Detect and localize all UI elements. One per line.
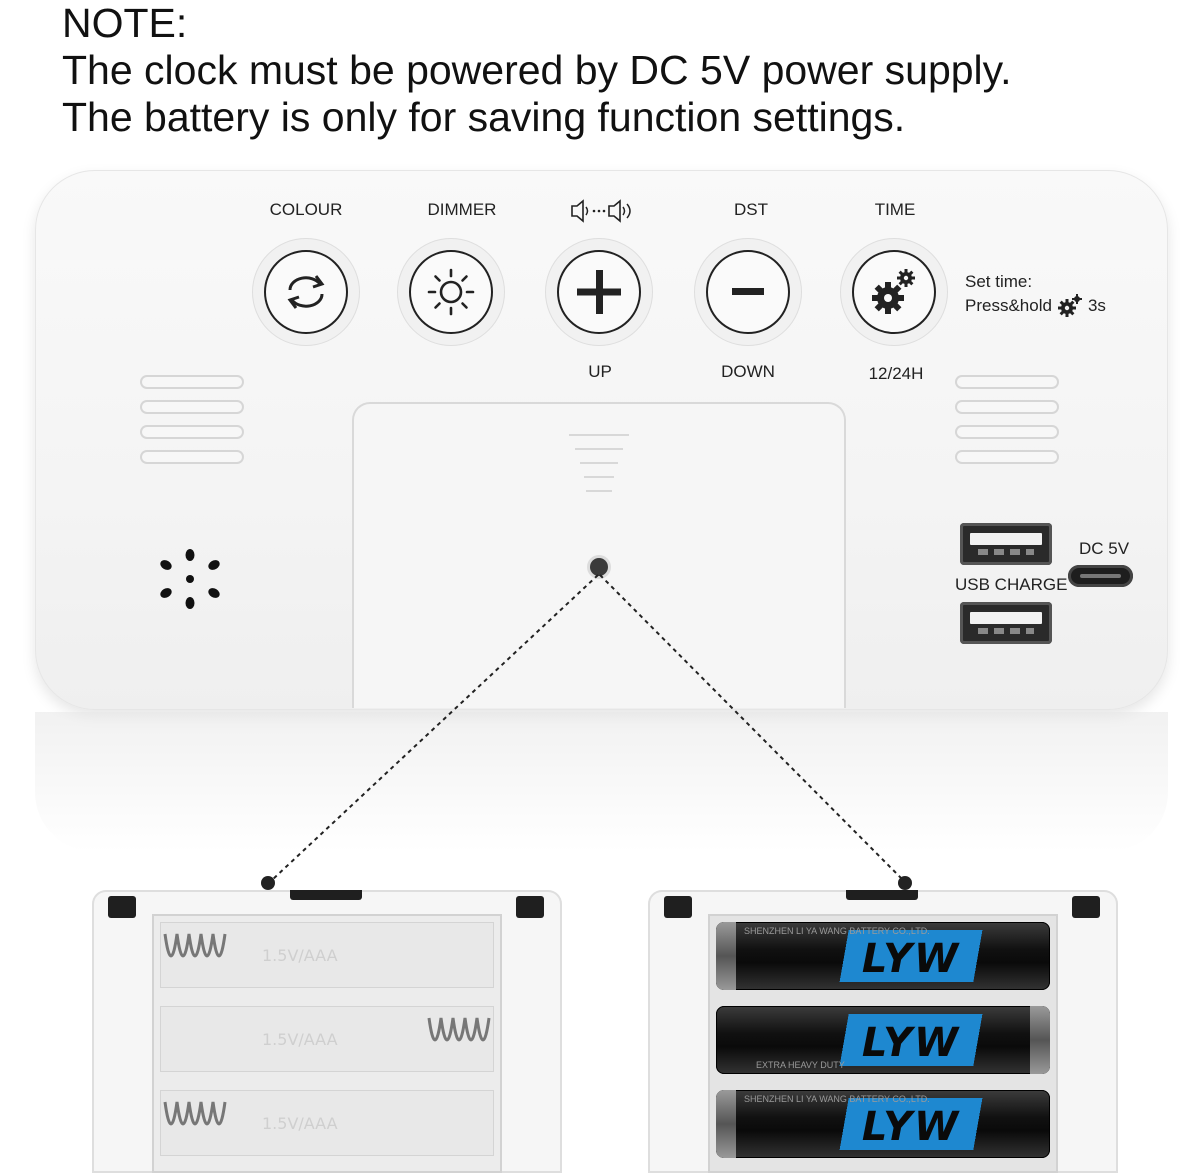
down-button[interactable] [694, 238, 802, 346]
usb-port-1[interactable] [960, 523, 1052, 565]
set-time-duration: 3s [1087, 296, 1106, 315]
clock-reflection [35, 712, 1168, 852]
battery-cover[interactable] [352, 402, 846, 708]
battery-fine-print-2: EXTRA HEAVY DUTY [756, 1060, 845, 1070]
spring-icon [163, 1101, 227, 1126]
dc-5v-port[interactable] [1068, 565, 1133, 587]
note-block: NOTE: The clock must be powered by DC 5V… [62, 0, 1182, 141]
battery-2: LYW EXTRA HEAVY DUTY [716, 1006, 1050, 1074]
refresh-cycle-icon [287, 275, 325, 309]
note-heading: NOTE: [62, 0, 188, 46]
sensor-holes-icon [160, 549, 220, 609]
volume-low-to-high-icon [571, 199, 631, 223]
emboss-text-2: 1.5V/AAA [262, 1030, 338, 1049]
note-line-2: The battery is only for saving function … [62, 94, 906, 140]
up-button[interactable] [545, 238, 653, 346]
usb-charge-label: USB CHARGE [955, 575, 1068, 594]
time-button[interactable] [840, 238, 948, 346]
dimmer-label: DIMMER [427, 200, 497, 219]
12-24h-label: 12/24H [868, 364, 924, 383]
colour-button[interactable] [252, 238, 360, 346]
note-line-1: The clock must be powered by DC 5V power… [62, 47, 1012, 93]
cover-screw [590, 558, 608, 576]
up-label: UP [588, 362, 612, 381]
gears-icon [872, 269, 915, 314]
spring-icon [427, 1017, 491, 1042]
gears-icon [1057, 294, 1082, 317]
dc-5v-label: DC 5V [1079, 539, 1130, 558]
battery-fine-print-3: SHENZHEN LI YA WANG BATTERY CO.,LTD. [744, 1094, 930, 1104]
volume-label [528, 196, 668, 231]
minus-icon [732, 288, 764, 295]
battery-brand-2: LYW [861, 1020, 961, 1066]
battery-brand-1: LYW [861, 936, 961, 982]
spring-icon [163, 933, 227, 958]
colour-label: COLOUR [269, 200, 343, 219]
set-time-press-hold: Press&hold [965, 296, 1052, 315]
sun-brightness-icon [427, 268, 475, 316]
empty-battery-tray-panel: 1.5V/AAA 1.5V/AAA 1.5V/AAA [92, 890, 562, 1173]
set-time-line-1: Set time: [965, 272, 1033, 291]
battery-tray: LYW SHENZHEN LI YA WANG BATTERY CO.,LTD.… [708, 914, 1058, 1173]
plus-icon [577, 270, 621, 314]
emboss-text-3: 1.5V/AAA [262, 1114, 338, 1133]
battery-1: LYW SHENZHEN LI YA WANG BATTERY CO.,LTD. [716, 922, 1050, 990]
down-label: DOWN [721, 362, 775, 381]
loaded-battery-tray-panel: LYW SHENZHEN LI YA WANG BATTERY CO.,LTD.… [648, 890, 1118, 1173]
dimmer-button[interactable] [397, 238, 505, 346]
dst-label: DST [734, 200, 768, 219]
battery-fine-print-1: SHENZHEN LI YA WANG BATTERY CO.,LTD. [744, 926, 930, 936]
speaker-grille-right [955, 375, 1059, 475]
time-label: TIME [874, 200, 916, 219]
emboss-text-1: 1.5V/AAA [262, 946, 338, 965]
battery-brand-3: LYW [861, 1104, 961, 1150]
speaker-grille-left [140, 375, 244, 475]
usb-port-2[interactable] [960, 602, 1052, 644]
set-time-instructions: Set time: Press&hold 3s [965, 270, 1106, 318]
battery-3: LYW SHENZHEN LI YA WANG BATTERY CO.,LTD. [716, 1090, 1050, 1158]
battery-tray: 1.5V/AAA 1.5V/AAA 1.5V/AAA [152, 914, 502, 1173]
